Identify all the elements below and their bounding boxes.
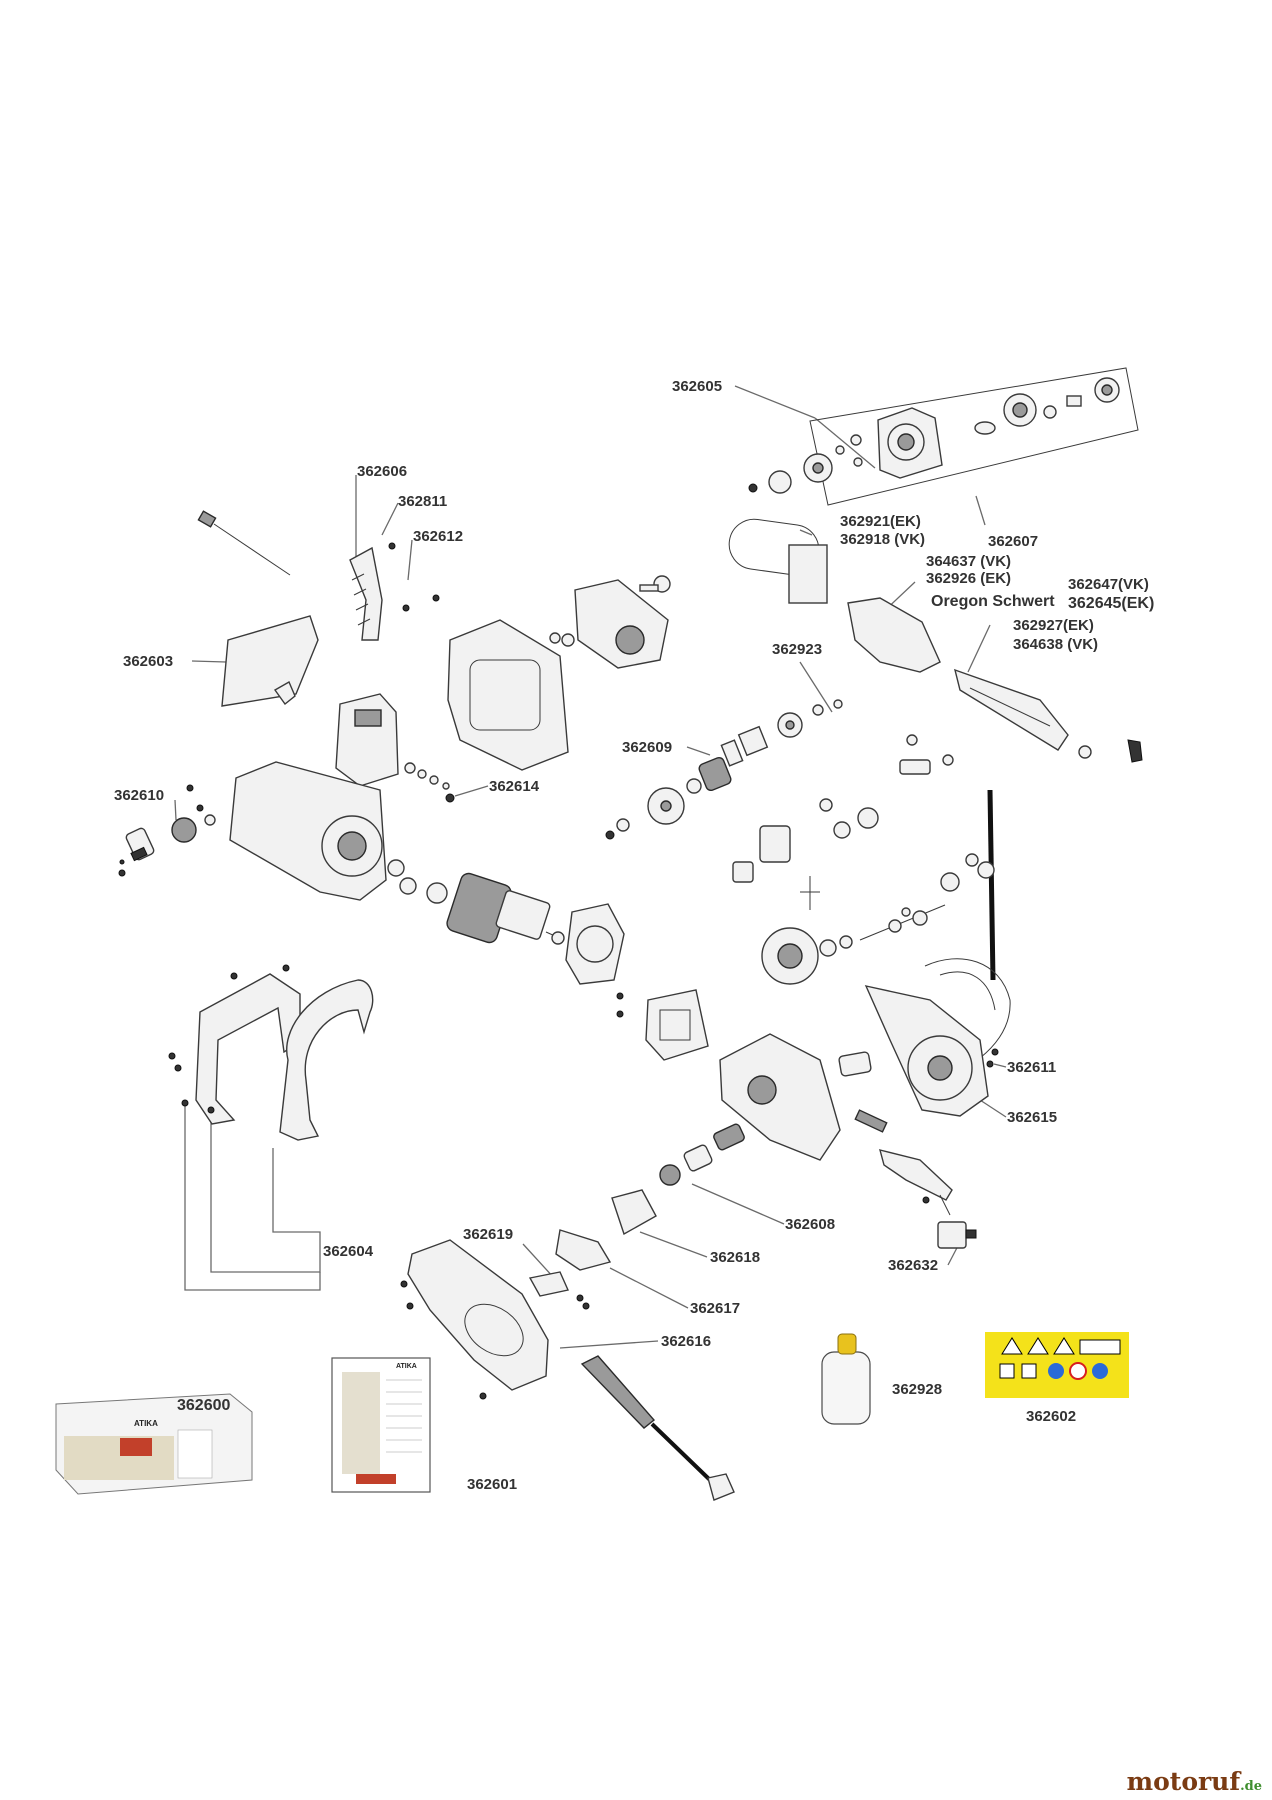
- side-cover: [221, 615, 319, 707]
- label-362607: 362607: [988, 533, 1038, 550]
- watermark-text: motoruf.de: [1127, 1767, 1262, 1796]
- label-362614: 362614: [489, 778, 540, 795]
- label-362645: 362645(EK): [1068, 595, 1154, 612]
- label-362618: 362618: [710, 1249, 760, 1266]
- label-362927: 362927(EK): [1013, 617, 1094, 634]
- saw-chain-and-bar: [728, 518, 1143, 763]
- drive-gear-parts: [605, 699, 954, 910]
- chain-cover-assembly: [748, 367, 1139, 506]
- label-362604: 362604: [323, 1243, 374, 1260]
- label-362928: 362928: [892, 1381, 942, 1398]
- watermark: motoruf.de: [1127, 1767, 1262, 1796]
- label-364638: 364638 (VK): [1013, 636, 1098, 653]
- carbon-brush-parts: [118, 784, 216, 877]
- product-box: ATIKA: [55, 1393, 253, 1495]
- label-362616: 362616: [661, 1333, 711, 1350]
- spring-clip: [349, 542, 440, 641]
- front-handle: [168, 964, 374, 1141]
- label-362619: 362619: [463, 1226, 513, 1243]
- adjustment-tool: [197, 510, 291, 576]
- label-oregon-schwert: Oregon Schwert: [931, 593, 1055, 610]
- label-362606: 362606: [357, 463, 407, 480]
- label-362921: 362921(EK): [840, 513, 921, 530]
- label-362811: 362811: [398, 493, 447, 510]
- switch-parts: [659, 1123, 745, 1186]
- plug-part: [937, 1221, 977, 1249]
- label-362617: 362617: [690, 1300, 740, 1317]
- oil-pump-block: [335, 693, 455, 803]
- leader-lines: [174, 385, 1007, 1349]
- label-362600: 362600: [177, 1397, 230, 1414]
- motor-housing: [229, 761, 448, 904]
- label-362602: 362602: [1026, 1408, 1076, 1425]
- box-brand-text: ATIKA: [134, 1419, 158, 1428]
- rear-handle: [400, 1239, 549, 1400]
- part-labels: 362605 362606 362811 362612 362603 36292…: [114, 378, 1154, 1493]
- warning-label: [985, 1332, 1129, 1398]
- label-362611: 362611: [1007, 1059, 1056, 1076]
- label-362615: 362615: [1007, 1109, 1057, 1126]
- watermark-name: motoruf: [1127, 1767, 1243, 1796]
- label-362923: 362923: [772, 641, 822, 658]
- label-362647: 362647(VK): [1068, 576, 1149, 593]
- label-362612: 362612: [413, 528, 463, 545]
- label-362608: 362608: [785, 1216, 835, 1233]
- manual-title-text: ATIKA: [396, 1363, 417, 1370]
- motor-end-cap: [761, 927, 853, 985]
- threaded-rod: [859, 789, 996, 981]
- label-362918: 362918 (VK): [840, 531, 925, 548]
- label-362632: 362632: [888, 1257, 938, 1274]
- label-362601: 362601: [467, 1476, 517, 1493]
- oil-bottle: [821, 1333, 871, 1425]
- gear-housing: [447, 575, 671, 771]
- watermark-suffix: .de: [1240, 1779, 1262, 1794]
- trigger-parts: [528, 1189, 657, 1310]
- label-362605: 362605: [672, 378, 722, 395]
- motor-armature: [446, 872, 709, 1061]
- label-362603: 362603: [123, 653, 173, 670]
- label-362610: 362610: [114, 787, 164, 804]
- right-side-cover: [864, 958, 1011, 1117]
- front-housing: [719, 1033, 953, 1216]
- label-364637: 364637 (VK): [926, 553, 1011, 570]
- label-362926: 362926 (EK): [926, 570, 1011, 587]
- operating-manual: ATIKA: [331, 1357, 431, 1493]
- power-cord: [580, 1355, 735, 1501]
- label-362609: 362609: [622, 739, 672, 756]
